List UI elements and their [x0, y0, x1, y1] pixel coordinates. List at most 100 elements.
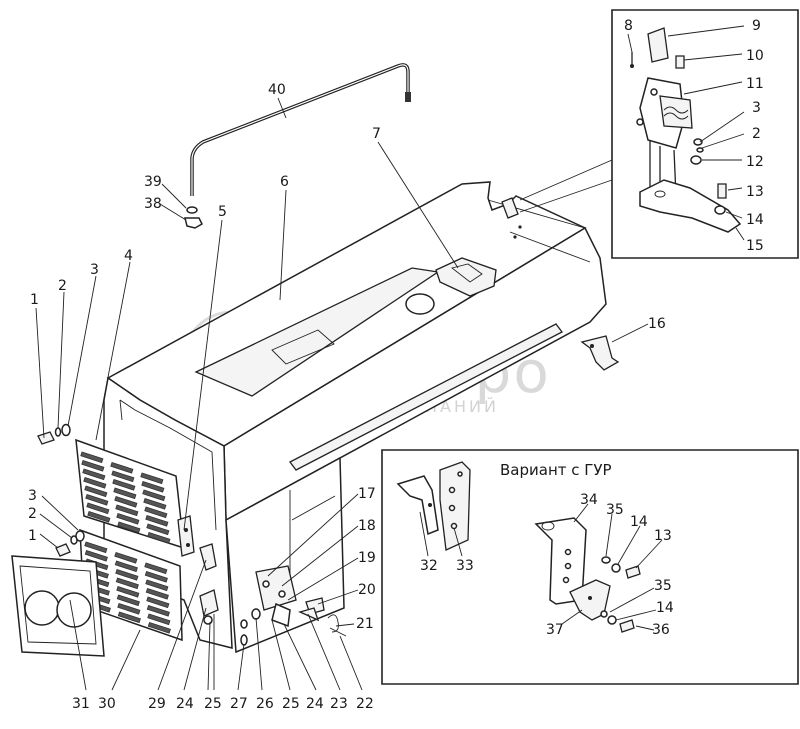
- callout-3: 3: [752, 100, 761, 116]
- callout-25: 25: [282, 696, 300, 712]
- grille-slot: [145, 514, 169, 527]
- callout-20: 20: [358, 582, 376, 598]
- callout-34: 34: [580, 492, 598, 508]
- callout-33: 33: [456, 558, 474, 574]
- grille-slot: [146, 523, 170, 536]
- grille-slot: [143, 497, 167, 510]
- grille-slot: [115, 577, 139, 590]
- callout-4: 4: [124, 248, 133, 264]
- callout-30: 30: [98, 696, 116, 712]
- grille-slot: [146, 604, 170, 617]
- callout-8: 8: [624, 18, 633, 34]
- callout-2: 2: [28, 506, 37, 522]
- callout-1: 1: [30, 292, 39, 308]
- callout-25: 25: [204, 696, 222, 712]
- callout-14: 14: [656, 600, 674, 616]
- grille-slot: [84, 541, 108, 554]
- callout-2: 2: [752, 126, 761, 142]
- grille-slot: [86, 502, 110, 515]
- callout-13: 13: [746, 184, 764, 200]
- grille-slot: [84, 549, 108, 562]
- grille-slot: [114, 560, 138, 573]
- lower-latch-assembly: [199, 543, 347, 646]
- callout-35: 35: [654, 578, 672, 594]
- grille-slot: [116, 594, 140, 607]
- grille-slot: [147, 621, 171, 634]
- grille-slot: [113, 487, 137, 500]
- callout-38: 38: [144, 196, 162, 212]
- grille-slot: [111, 470, 135, 483]
- bracket-16: [580, 335, 620, 371]
- lower-grille: [79, 528, 183, 642]
- leader-lines: [35, 25, 745, 691]
- callout-32: 32: [420, 558, 438, 574]
- grille-slot: [112, 478, 136, 491]
- grille-slot: [142, 489, 166, 502]
- variant-inset-title: Вариант с ГУР: [500, 461, 612, 479]
- grille-slot: [140, 472, 164, 485]
- upper-left-fasteners: [37, 423, 71, 445]
- grille-slot: [116, 585, 140, 598]
- grille-slot: [115, 568, 139, 581]
- grille-slot: [145, 587, 169, 600]
- callout-17: 17: [358, 486, 376, 502]
- callout-24: 24: [176, 696, 194, 712]
- callout-36: 36: [652, 622, 670, 638]
- hood-round-cap: [405, 293, 435, 315]
- callout-16: 16: [648, 316, 666, 332]
- callout-23: 23: [330, 696, 348, 712]
- grille-slot: [117, 611, 141, 624]
- callout-39: 39: [144, 174, 162, 190]
- callout-2: 2: [58, 278, 67, 294]
- callout-22: 22: [356, 696, 374, 712]
- grille-slot: [141, 480, 165, 493]
- callout-13: 13: [654, 528, 672, 544]
- callout-7: 7: [372, 126, 381, 142]
- callout-11: 11: [746, 76, 764, 92]
- latch-detail-inset: [519, 9, 799, 259]
- callout-19: 19: [358, 550, 376, 566]
- grille-slot: [144, 506, 168, 519]
- rod-fasteners: [184, 206, 203, 229]
- callout-29: 29: [148, 696, 166, 712]
- grille-slot: [144, 562, 168, 575]
- callout-18: 18: [358, 518, 376, 534]
- callout-40: 40: [268, 82, 286, 98]
- callout-27: 27: [230, 696, 248, 712]
- variant-inset: Вариант с ГУР: [381, 449, 799, 685]
- grille-slot: [144, 570, 168, 583]
- grille-slot: [115, 504, 139, 517]
- callout-24: 24: [306, 696, 324, 712]
- callout-5: 5: [218, 204, 227, 220]
- grille-slot: [82, 468, 106, 481]
- grille-slot: [85, 493, 109, 506]
- hood-side-rib: [289, 323, 563, 471]
- grille-slot: [84, 485, 108, 498]
- support-rod: [190, 63, 411, 196]
- callout-3: 3: [90, 262, 99, 278]
- callout-3: 3: [28, 488, 37, 504]
- callout-21: 21: [356, 616, 374, 632]
- grille-slot: [146, 596, 170, 609]
- lower-left-fasteners: [55, 530, 85, 557]
- grille-slot: [117, 602, 141, 615]
- callout-12: 12: [746, 154, 764, 170]
- callout-15: 15: [746, 238, 764, 254]
- headlight-frame: [11, 555, 105, 657]
- grille-slot: [87, 510, 111, 523]
- grille-slot: [110, 461, 134, 474]
- callout-10: 10: [746, 48, 764, 64]
- callout-6: 6: [280, 174, 289, 190]
- grille-slot: [145, 579, 169, 592]
- upper-grille: [75, 438, 185, 550]
- callout-37: 37: [546, 622, 564, 638]
- callout-35: 35: [606, 502, 624, 518]
- grille-slot: [147, 531, 171, 544]
- grille-slot: [116, 512, 140, 525]
- grille-slot: [114, 551, 138, 564]
- grille-slot: [80, 451, 104, 464]
- callout-14: 14: [630, 514, 648, 530]
- grille-slot: [83, 476, 107, 489]
